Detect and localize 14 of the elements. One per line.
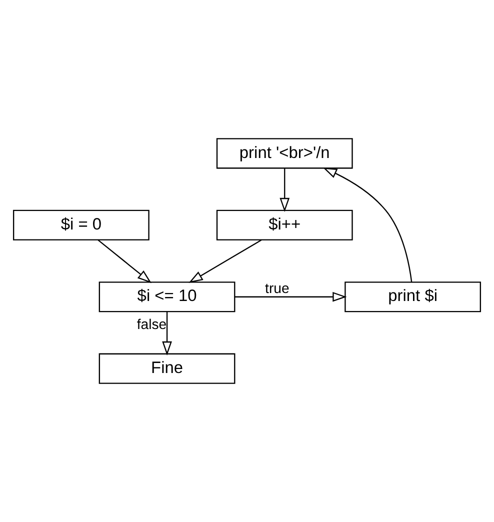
node-box: print $i (344, 282, 481, 312)
arrow (234, 292, 347, 302)
edge-label: true (265, 280, 290, 296)
node-box: $i = 0 (13, 210, 150, 240)
arrow (98, 240, 152, 284)
arrow (322, 168, 412, 282)
edge-label: false (136, 316, 167, 332)
node-box: print '<br>'/n (216, 138, 353, 169)
arrow (188, 240, 262, 283)
node-box: $i++ (216, 210, 353, 240)
arrow (280, 168, 290, 212)
node-box: $i <= 10 (98, 282, 236, 312)
node-box: Fine (98, 353, 236, 384)
arrow (162, 312, 172, 356)
